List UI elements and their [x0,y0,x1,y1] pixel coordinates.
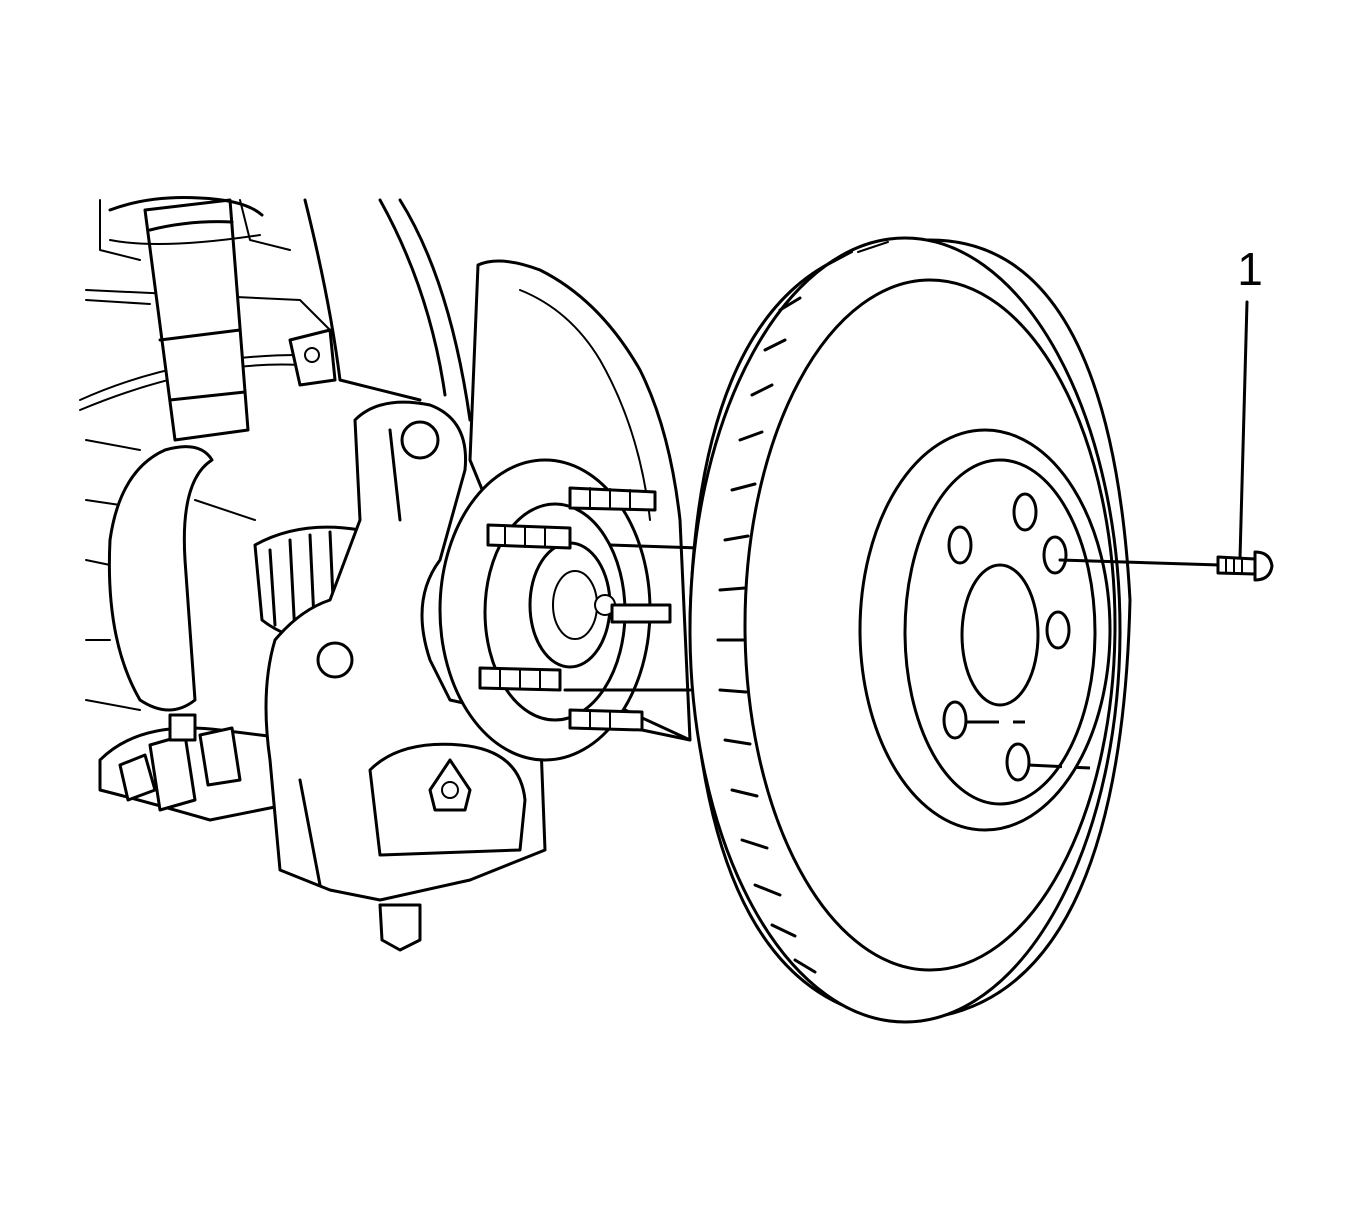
lower-control-arm [98,713,312,822]
hidden-alignment-lines [965,720,1091,770]
callout-label-1: 1 [1237,243,1263,295]
steering-knuckle [264,400,547,952]
strut-assembly [108,196,337,442]
wheel-studs [478,486,672,732]
steering-knuckle-arm [303,198,472,422]
callout-1: 1 [1237,243,1263,560]
rotor-cooling-vanes [716,241,889,974]
rotor-retaining-screw [1058,550,1274,582]
stabilizer-bracket [107,445,256,712]
brake-rotor [688,236,1132,1024]
alignment-lines [563,543,702,742]
